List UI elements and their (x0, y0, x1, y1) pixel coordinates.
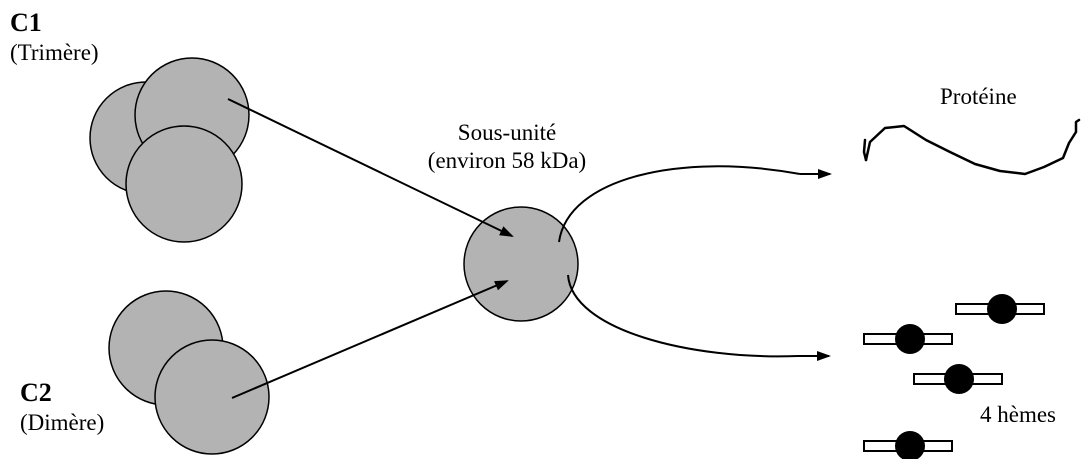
heme-1 (955, 294, 1045, 324)
c2-label: C2 (20, 378, 52, 407)
hemes-label: 4 hèmes (980, 402, 1057, 427)
heme-2 (863, 324, 953, 354)
heme-iron (944, 364, 974, 394)
subunit-title: Sous-unité (457, 120, 557, 145)
c1-trimer (89, 57, 250, 243)
c1-label: C1 (10, 8, 42, 37)
c1-sphere-3 (125, 125, 243, 243)
c1-type-label: (Trimère) (10, 40, 99, 65)
arrow-c2-to-subunit (231, 280, 509, 399)
subunit-mass: (environ 58 kDa) (427, 148, 587, 173)
heme-iron (895, 324, 925, 354)
arrow-to-protein (558, 165, 801, 243)
c2-type-label: (Dimère) (20, 410, 105, 435)
c2-sphere-2 (154, 339, 270, 455)
heme-iron (895, 431, 925, 461)
c2-dimer (108, 290, 270, 455)
protein-start-hook (862, 138, 868, 162)
arrow-to-hemes (567, 274, 799, 358)
arrow-c1-to-subunit (227, 98, 514, 237)
protein-label: Protéine (940, 84, 1017, 109)
heme-3 (913, 364, 1003, 394)
protein-chain (864, 118, 1081, 176)
subunit-sphere (463, 206, 579, 322)
heme-iron (987, 294, 1017, 324)
heme-4 (863, 431, 953, 461)
